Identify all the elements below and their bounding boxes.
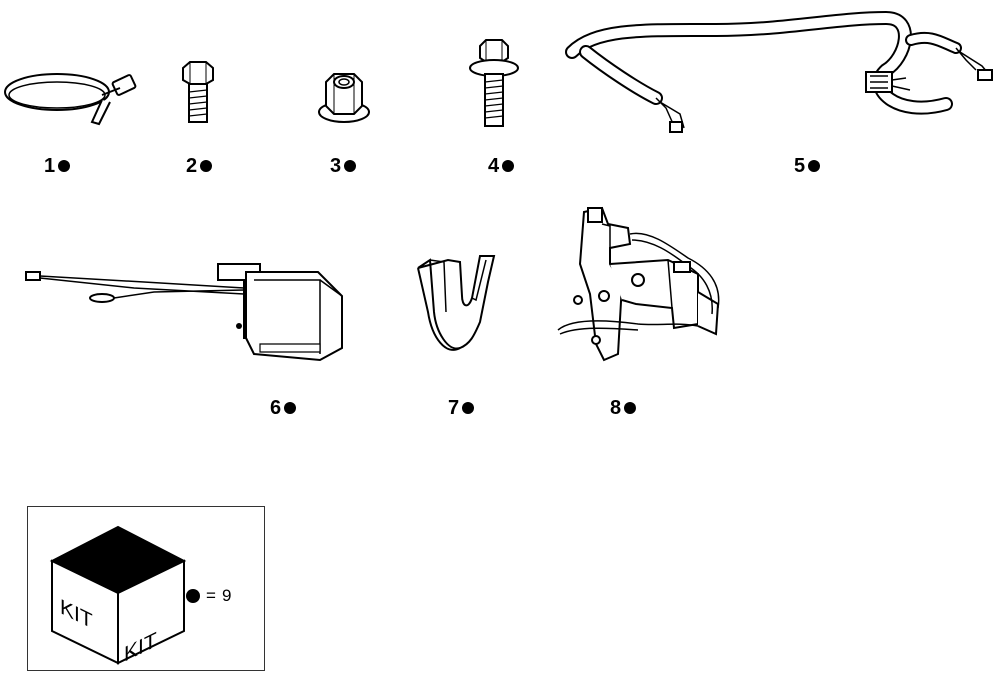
kit-dot-icon bbox=[344, 160, 357, 172]
part-1-label: 1 bbox=[44, 155, 71, 177]
part-7-number: 7 bbox=[448, 397, 460, 419]
cable-tie-icon bbox=[2, 60, 142, 130]
part-2-hex-bolt bbox=[178, 60, 218, 126]
flange-bolt-icon bbox=[466, 38, 522, 130]
part-7-label: 7 bbox=[448, 397, 475, 419]
relay-box-icon bbox=[24, 258, 348, 370]
kit-dot-icon bbox=[284, 402, 297, 414]
kit-quantity-legend: = 9 bbox=[186, 586, 231, 606]
part-3-flange-nut bbox=[316, 68, 372, 128]
kit-dot-icon bbox=[502, 160, 515, 172]
part-4-flange-bolt bbox=[466, 38, 522, 130]
kit-dot-icon bbox=[624, 402, 637, 414]
legend-equals: = bbox=[206, 586, 216, 605]
kit-dot-icon bbox=[200, 160, 213, 172]
part-1-number: 1 bbox=[44, 155, 56, 177]
part-8-number: 8 bbox=[610, 397, 622, 419]
part-1-cable-tie bbox=[2, 60, 142, 130]
part-6-label: 6 bbox=[270, 397, 297, 419]
part-8-label: 8 bbox=[610, 397, 637, 419]
part-5-wiring-harness bbox=[566, 8, 1000, 148]
kit-dot-icon bbox=[808, 160, 821, 172]
kit-dot-icon bbox=[186, 589, 200, 603]
wiring-harness-icon bbox=[566, 8, 1000, 148]
part-3-label: 3 bbox=[330, 155, 357, 177]
flange-nut-icon bbox=[316, 68, 372, 128]
kit-legend: KIT KIT bbox=[27, 506, 265, 671]
kit-box-icon: KIT KIT bbox=[48, 517, 188, 667]
kit-dot-icon bbox=[58, 160, 71, 172]
part-6-relay-box bbox=[24, 258, 348, 370]
legend-quantity: 9 bbox=[221, 586, 232, 605]
part-5-label: 5 bbox=[794, 155, 821, 177]
part-7-bracket bbox=[414, 252, 500, 358]
part-2-label: 2 bbox=[186, 155, 213, 177]
part-4-number: 4 bbox=[488, 155, 500, 177]
bracket-icon bbox=[414, 252, 500, 358]
part-2-number: 2 bbox=[186, 155, 198, 177]
hex-bolt-icon bbox=[178, 60, 218, 126]
part-6-number: 6 bbox=[270, 397, 282, 419]
switch-assembly-icon bbox=[548, 204, 728, 374]
part-5-number: 5 bbox=[794, 155, 806, 177]
kit-dot-icon bbox=[462, 402, 475, 414]
part-8-switch-assembly bbox=[548, 204, 728, 374]
part-3-number: 3 bbox=[330, 155, 342, 177]
part-4-label: 4 bbox=[488, 155, 515, 177]
